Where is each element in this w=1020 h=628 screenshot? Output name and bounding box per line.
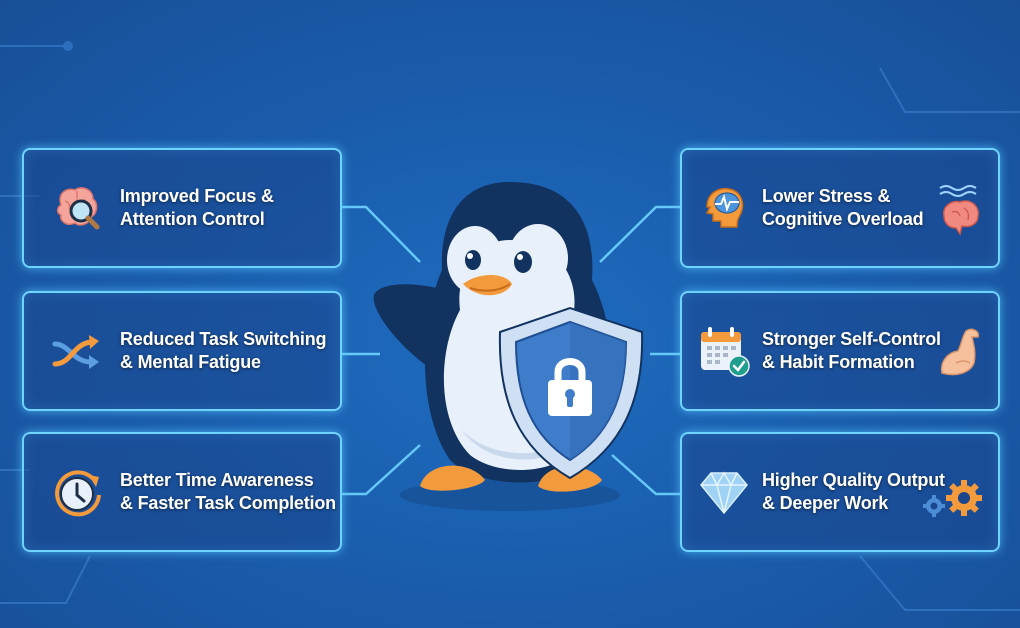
benefit-card-self-control: Stronger Self-Control & Habit Formation — [680, 291, 1000, 411]
card-title-line1: Lower Stress & — [762, 186, 891, 206]
flexed-bicep-icon — [936, 323, 984, 384]
benefit-card-quality-output: Higher Quality Output & Deeper Work — [680, 432, 1000, 552]
brain-magnifier-icon — [50, 180, 106, 236]
calendar-check-icon — [696, 323, 752, 379]
card-title-line1: Better Time Awareness — [120, 470, 314, 490]
head-pulse-icon — [696, 180, 752, 236]
benefit-card-task-switching: Reduced Task Switching & Mental Fatigue — [22, 291, 342, 411]
benefit-card-time-awareness: Better Time Awareness & Faster Task Comp… — [22, 432, 342, 552]
shield-icon — [498, 306, 644, 480]
card-title-line2: & Faster Task Completion — [120, 493, 336, 513]
benefit-card-stress: Lower Stress & Cognitive Overload — [680, 148, 1000, 268]
card-title-line2: Attention Control — [120, 209, 265, 229]
shuffle-arrows-icon — [50, 323, 106, 379]
card-title-line1: Stronger Self-Control — [762, 329, 941, 349]
penguin-mascot — [373, 182, 644, 511]
card-title-line2: & Mental Fatigue — [120, 352, 261, 372]
benefit-card-focus: Improved Focus & Attention Control — [22, 148, 342, 268]
card-title-line2: & Deeper Work — [762, 493, 889, 513]
card-title-line2: Cognitive Overload — [762, 209, 924, 229]
gears-icon — [922, 480, 984, 525]
clock-refresh-icon — [50, 464, 106, 520]
card-title-line2: & Habit Formation — [762, 352, 915, 372]
diamond-icon — [696, 464, 752, 520]
card-title-line1: Improved Focus & — [120, 186, 274, 206]
card-title-line1: Higher Quality Output — [762, 470, 945, 490]
brain-waves-icon — [936, 182, 984, 243]
card-title-line1: Reduced Task Switching — [120, 329, 327, 349]
